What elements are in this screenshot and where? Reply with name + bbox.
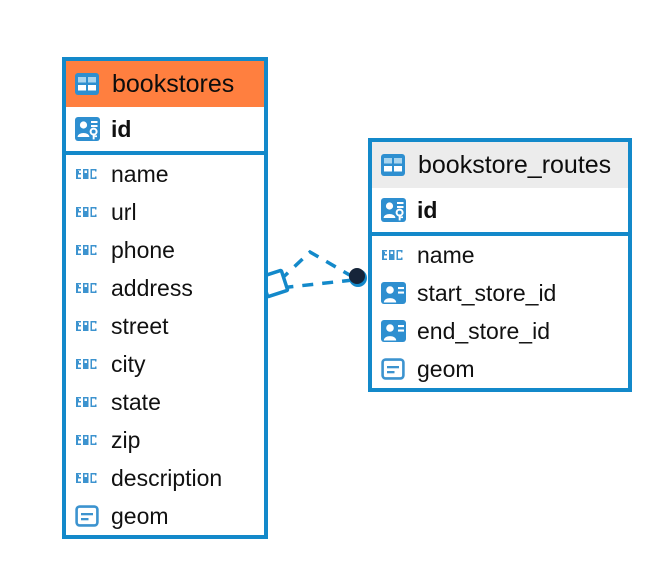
entity-title: bookstore_routes — [418, 150, 612, 179]
field-row-state[interactable]: state — [66, 383, 264, 421]
field-row-id[interactable]: id — [66, 107, 264, 151]
field-row-city[interactable]: city — [66, 345, 264, 383]
field-label: address — [111, 274, 193, 301]
field-label: city — [111, 350, 146, 377]
entity-title: bookstores — [112, 69, 235, 98]
field-label: zip — [111, 426, 141, 453]
foreign-key-icon — [381, 282, 409, 304]
field-row-end-store-id[interactable]: end_store_id — [372, 312, 628, 350]
field-label: name — [417, 241, 475, 268]
abc-text-icon — [75, 244, 103, 256]
field-label: url — [111, 198, 137, 225]
field-row-phone[interactable]: phone — [66, 231, 264, 269]
field-label: phone — [111, 236, 175, 263]
field-label: start_store_id — [417, 279, 557, 306]
field-label: id — [111, 115, 132, 142]
abc-text-icon — [75, 282, 103, 294]
relationship-line-end-store-id[interactable] — [279, 278, 354, 290]
abc-text-icon — [75, 396, 103, 408]
field-row-id[interactable]: id — [372, 188, 628, 232]
relationship-endpoint-circle[interactable] — [349, 268, 367, 287]
geometry-icon — [75, 505, 103, 527]
table-grid-icon — [75, 73, 103, 95]
field-row-zip[interactable]: zip — [66, 421, 264, 459]
foreign-key-icon — [381, 320, 409, 342]
abc-text-icon — [381, 249, 409, 261]
field-row-street[interactable]: street — [66, 307, 264, 345]
entity-bookstores[interactable]: bookstores id — [62, 57, 268, 539]
abc-text-icon — [75, 168, 103, 180]
entity-header-bookstores[interactable]: bookstores — [66, 61, 264, 107]
primary-key-divider — [66, 151, 264, 155]
field-label: id — [417, 196, 438, 223]
field-label: geom — [111, 502, 169, 529]
field-row-name[interactable]: name — [372, 236, 628, 274]
field-label: street — [111, 312, 169, 339]
field-label: state — [111, 388, 161, 415]
entity-bookstore-routes[interactable]: bookstore_routes id — [368, 138, 632, 392]
abc-text-icon — [75, 358, 103, 370]
field-row-geom[interactable]: geom — [66, 497, 264, 535]
field-label: name — [111, 160, 169, 187]
field-row-address[interactable]: address — [66, 269, 264, 307]
field-row-description[interactable]: description — [66, 459, 264, 497]
field-label: end_store_id — [417, 317, 550, 344]
relationship-line-start-store-id[interactable] — [274, 249, 354, 286]
primary-key-icon — [75, 117, 103, 141]
geometry-icon — [381, 358, 409, 380]
abc-text-icon — [75, 320, 103, 332]
field-row-geom[interactable]: geom — [372, 350, 628, 388]
field-row-url[interactable]: url — [66, 193, 264, 231]
field-label: description — [111, 464, 223, 491]
abc-text-icon — [75, 472, 103, 484]
primary-key-divider — [372, 232, 628, 236]
field-row-start-store-id[interactable]: start_store_id — [372, 274, 628, 312]
field-row-name[interactable]: name — [66, 155, 264, 193]
field-label: geom — [417, 355, 475, 382]
abc-text-icon — [75, 206, 103, 218]
primary-key-icon — [381, 198, 409, 222]
table-grid-icon — [381, 154, 409, 176]
abc-text-icon — [75, 434, 103, 446]
entity-header-bookstore-routes[interactable]: bookstore_routes — [372, 142, 628, 188]
